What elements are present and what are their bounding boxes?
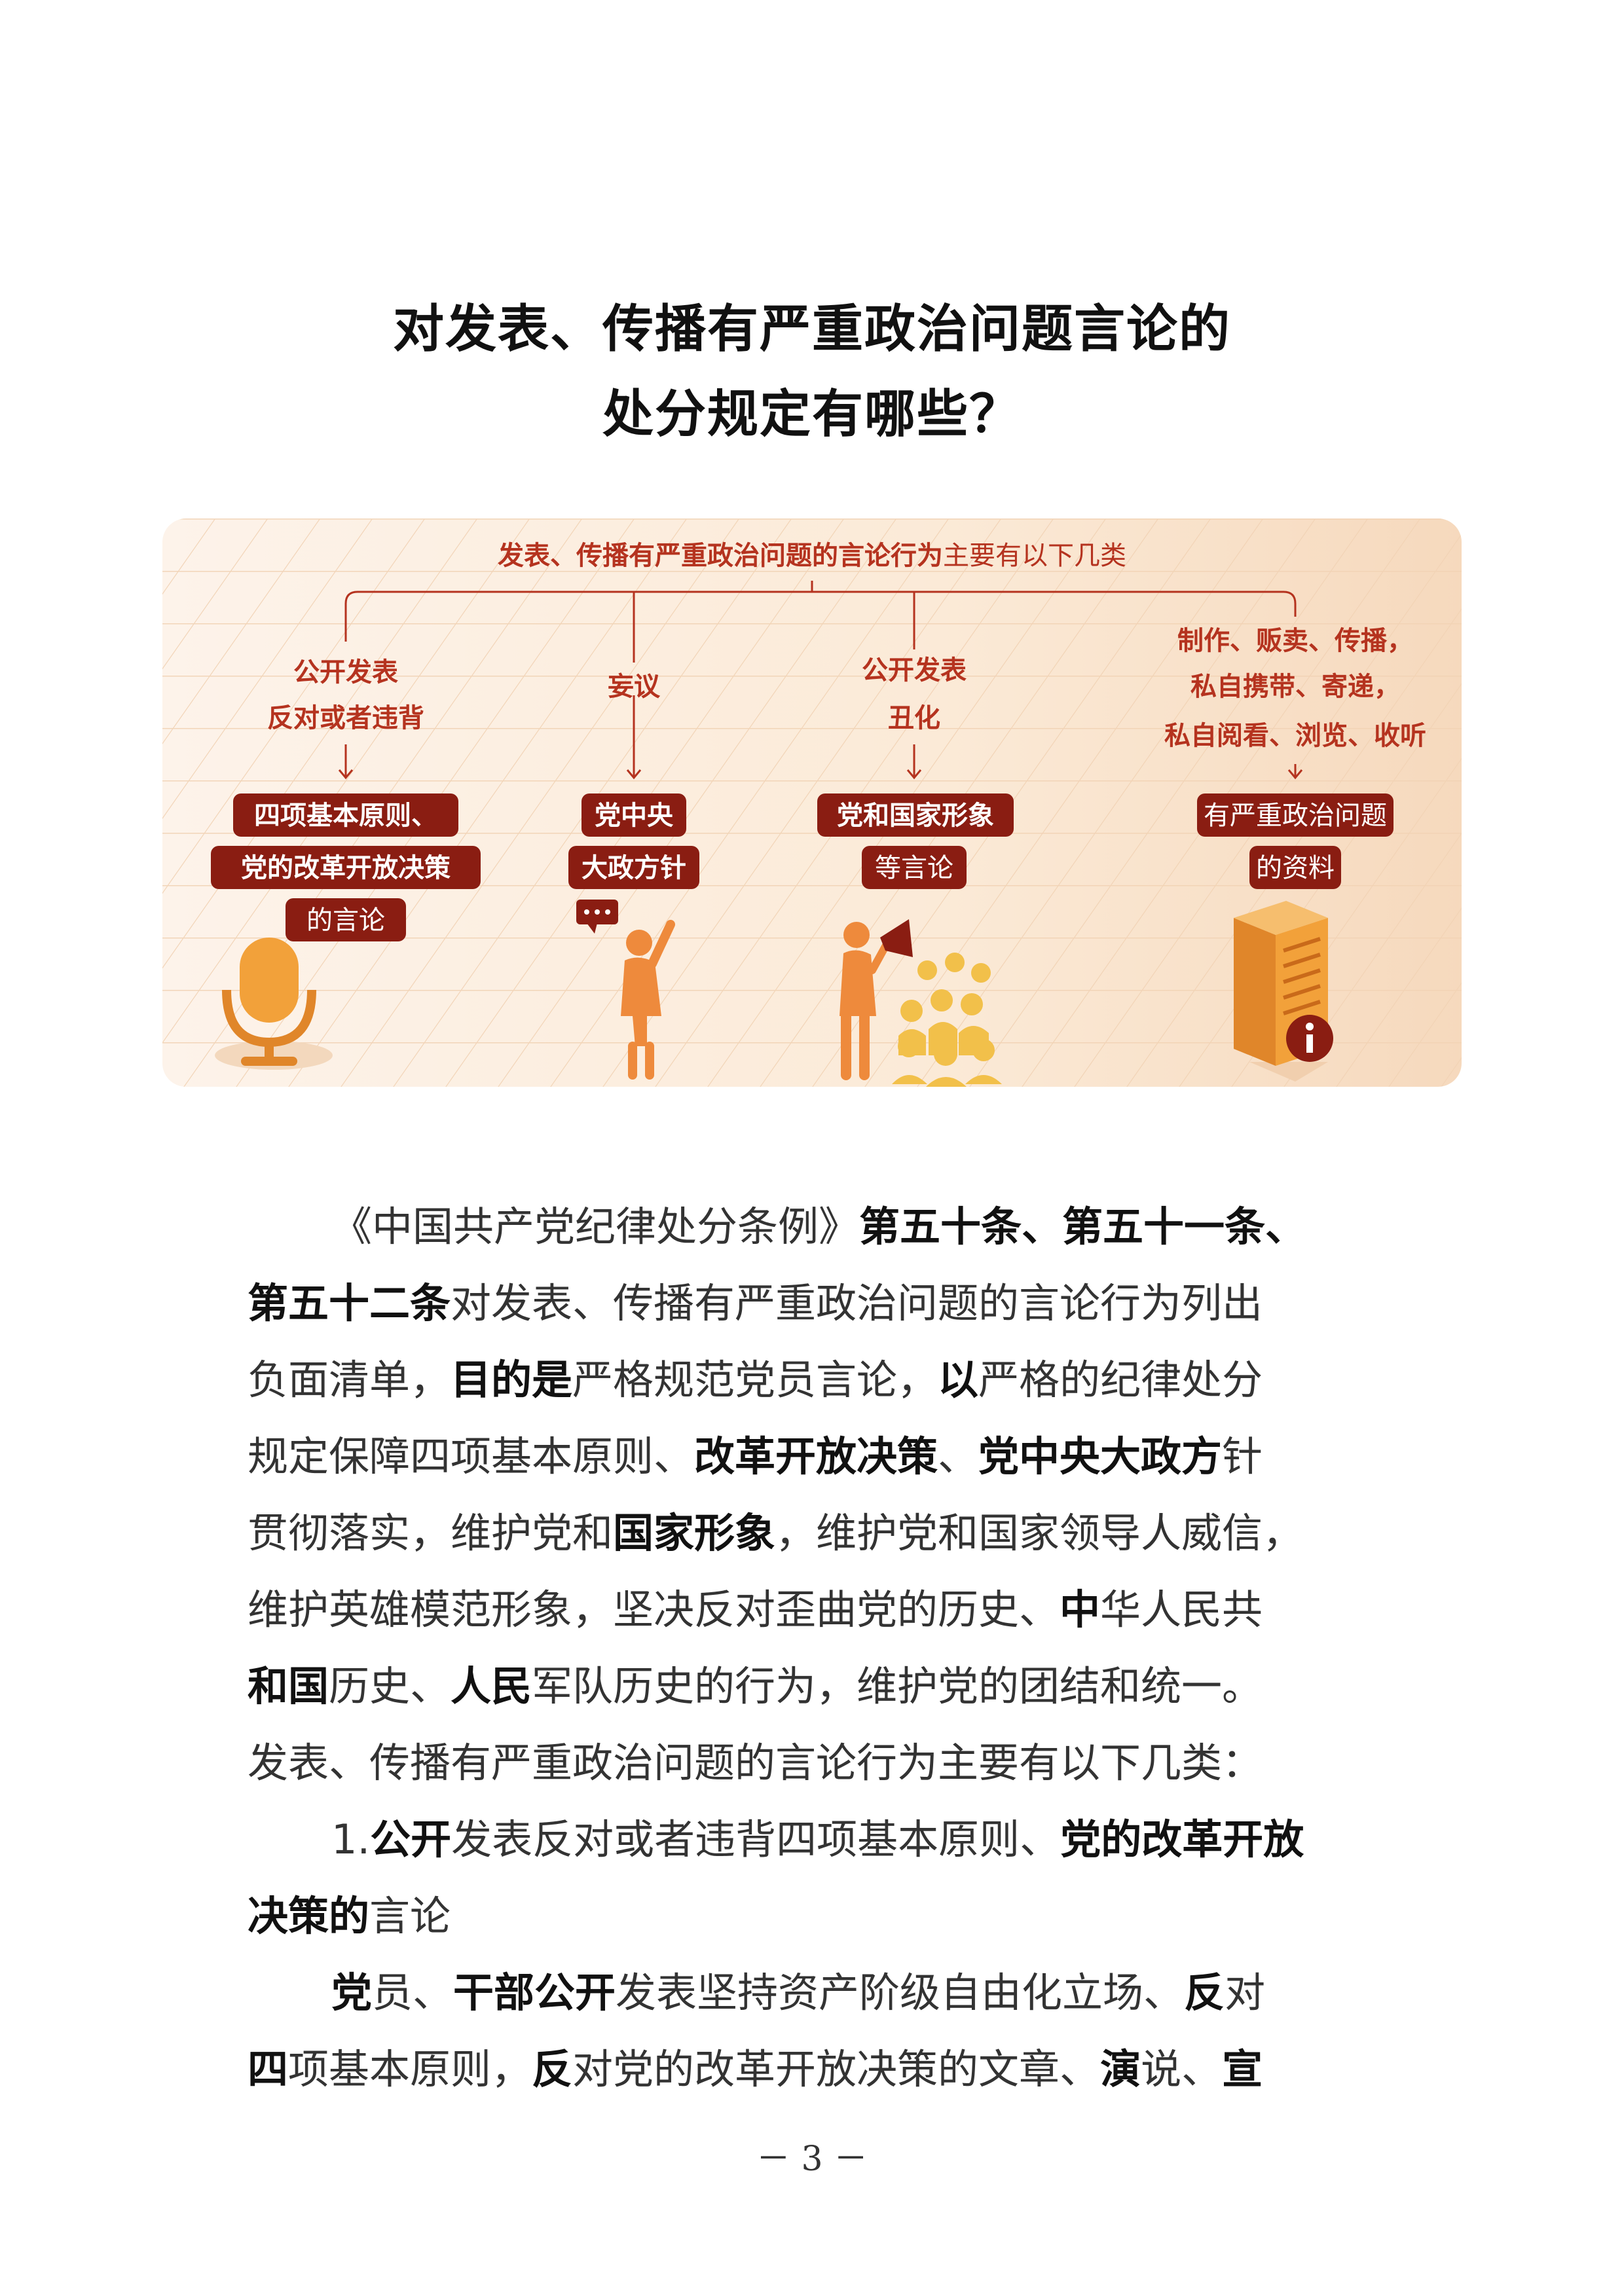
text-span: 员、: [372, 1969, 454, 2016]
branch-3-action-2: 丑化: [888, 702, 940, 733]
emphasis-span: 第五十二条: [248, 1279, 451, 1327]
emphasis-span: 四: [248, 2045, 289, 2093]
body-line: 贯彻落实，维护党和国家形象，维护党和国家领导人威信，: [248, 1495, 1393, 1571]
emphasis-span: 党的改革开放: [1060, 1815, 1304, 1863]
text-span: 严格规范党员言论，: [572, 1356, 938, 1404]
text-span: 规定保障四项基本原则、: [248, 1432, 695, 1480]
infographic: 发表、传播有严重政治问题的言论行为主要有以下几类 公开发表 反对或者违背 妄议 …: [162, 519, 1462, 1087]
emphasis-span: 第五十条、第五十一条、: [859, 1203, 1306, 1250]
header-rest: 主要有以下几类: [943, 541, 1126, 571]
emphasis-span: 干部公开: [453, 1969, 616, 2016]
speaking-person-icon: [576, 900, 675, 1080]
text-span: 说、: [1141, 2045, 1223, 2093]
megaphone-crowd-icon: [840, 919, 1002, 1087]
text-span: 、: [938, 1432, 979, 1480]
text-span: ，维护党和国家领导人威信，: [775, 1509, 1304, 1557]
emphasis-span: 党中央大政方: [978, 1432, 1223, 1480]
page-title-line-1: 对发表、传播有严重政治问题言论的: [392, 300, 1231, 359]
branch-1-action-1: 公开发表: [293, 657, 398, 687]
emphasis-span: 国家形象: [613, 1509, 776, 1557]
body-line: 维护英雄模范形象，坚决反对歪曲党的历史、中华人民共: [248, 1571, 1393, 1648]
emphasis-span: 决策的: [248, 1892, 370, 1940]
branch-4-target-1: 有严重政治问题: [1204, 801, 1387, 831]
branch-1-target-1: 四项基本原则、: [254, 800, 437, 831]
body-line: 发表、传播有严重政治问题的言论行为主要有以下几类：: [248, 1724, 1393, 1801]
body-text: 《中国共产党纪律处分条例》第五十条、第五十一条、第五十二条对发表、传播有严重政治…: [248, 1188, 1393, 2107]
text-span: 发表坚持资产阶级自由化立场、: [616, 1969, 1185, 2016]
body-line: 《中国共产党纪律处分条例》第五十条、第五十一条、: [248, 1188, 1393, 1265]
microphone-icon: [215, 938, 333, 1070]
body-line: 四项基本原则，反对党的改革开放决策的文章、演说、宣: [248, 2031, 1393, 2107]
text-span: 对党的改革开放决策的文章、: [572, 2045, 1101, 2093]
text-span: 发表、传播有严重政治问题的言论行为主要有以下几类：: [248, 1739, 1263, 1787]
emphasis-span: 反: [1184, 1969, 1225, 2016]
emphasis-span: 改革开放决策: [694, 1432, 938, 1480]
emphasis-span: 和国: [248, 1662, 329, 1710]
emphasis-span: 人民: [451, 1662, 532, 1710]
emphasis-span: 反: [532, 2045, 573, 2093]
emphasis-span: 以: [938, 1356, 979, 1404]
branch-3-target-2: 等言论: [875, 853, 953, 883]
branch-2-action-1: 妄议: [608, 671, 661, 702]
branch-2-target-1: 党中央: [595, 800, 674, 831]
body-line: 规定保障四项基本原则、改革开放决策、党中央大政方针: [248, 1418, 1393, 1495]
body-line: 1.公开发表反对或者违背四项基本原则、党的改革开放: [248, 1801, 1393, 1878]
text-span: 维护英雄模范形象，坚决反对歪曲党的历史、: [248, 1586, 1060, 1633]
branch-1-target-3: 的言论: [306, 905, 385, 936]
emphasis-span: 演: [1100, 2045, 1141, 2093]
emphasis-span: 中: [1060, 1586, 1101, 1633]
document-info-icon: [1234, 901, 1333, 1082]
emphasis-span: 公开: [370, 1815, 452, 1863]
body-line: 第五十二条对发表、传播有严重政治问题的言论行为列出: [248, 1265, 1393, 1341]
branch-4-action-3: 私自阅看、浏览、收听: [1164, 720, 1426, 751]
text-span: 历史、: [329, 1662, 451, 1710]
text-span: 贯彻落实，维护党和: [248, 1509, 614, 1557]
text-span: 《中国共产党纪律处分条例》: [331, 1203, 860, 1250]
page-number: － 3 －: [756, 2140, 868, 2179]
text-span: 针: [1222, 1432, 1263, 1480]
branch-4-action-2: 私自携带、寄递，: [1190, 671, 1400, 702]
branch-3-target-1: 党和国家形象: [837, 800, 994, 831]
text-span: 项基本原则，: [288, 2045, 532, 2093]
header-emphasis: 发表、传播有严重政治问题的言论行为: [498, 540, 943, 571]
branch-3-action-1: 公开发表: [862, 655, 967, 685]
text-span: 华人民共: [1100, 1586, 1263, 1633]
emphasis-span: 宣: [1222, 2045, 1263, 2093]
branch-1-action-2: 反对或者违背: [267, 702, 424, 733]
branch-4-action-1: 制作、贩卖、传播，: [1177, 625, 1413, 656]
body-line: 负面清单，目的是严格规范党员言论，以严格的纪律处分: [248, 1341, 1393, 1418]
text-span: 军队历史的行为，维护党的团结和统一。: [532, 1662, 1263, 1710]
branch-1-target-2: 党的改革开放决策: [241, 852, 451, 883]
text-span: 严格的纪律处分: [978, 1356, 1263, 1404]
text-span: 负面清单，: [248, 1356, 451, 1404]
text-span: 言论: [369, 1892, 451, 1940]
tree-connectors: [338, 581, 1303, 780]
text-span: 对: [1225, 1969, 1266, 2016]
branch-4-target-2: 的资料: [1256, 853, 1335, 883]
branch-2-target-2: 大政方针: [581, 852, 686, 883]
body-line: 党员、干部公开发表坚持资产阶级自由化立场、反对: [248, 1954, 1393, 2031]
text-span: 1.: [331, 1815, 371, 1863]
page-title-line-2: 处分规定有哪些？: [602, 385, 1022, 444]
body-line: 决策的言论: [248, 1878, 1393, 1954]
body-line: 和国历史、人民军队历史的行为，维护党的团结和统一。: [248, 1648, 1393, 1724]
text-span: 对发表、传播有严重政治问题的言论行为列出: [451, 1279, 1263, 1327]
emphasis-span: 党: [331, 1969, 373, 2016]
text-span: 发表反对或者违背四项基本原则、: [451, 1815, 1061, 1863]
emphasis-span: 目的是: [451, 1356, 573, 1404]
infographic-header: 发表、传播有严重政治问题的言论行为主要有以下几类: [498, 540, 1126, 571]
